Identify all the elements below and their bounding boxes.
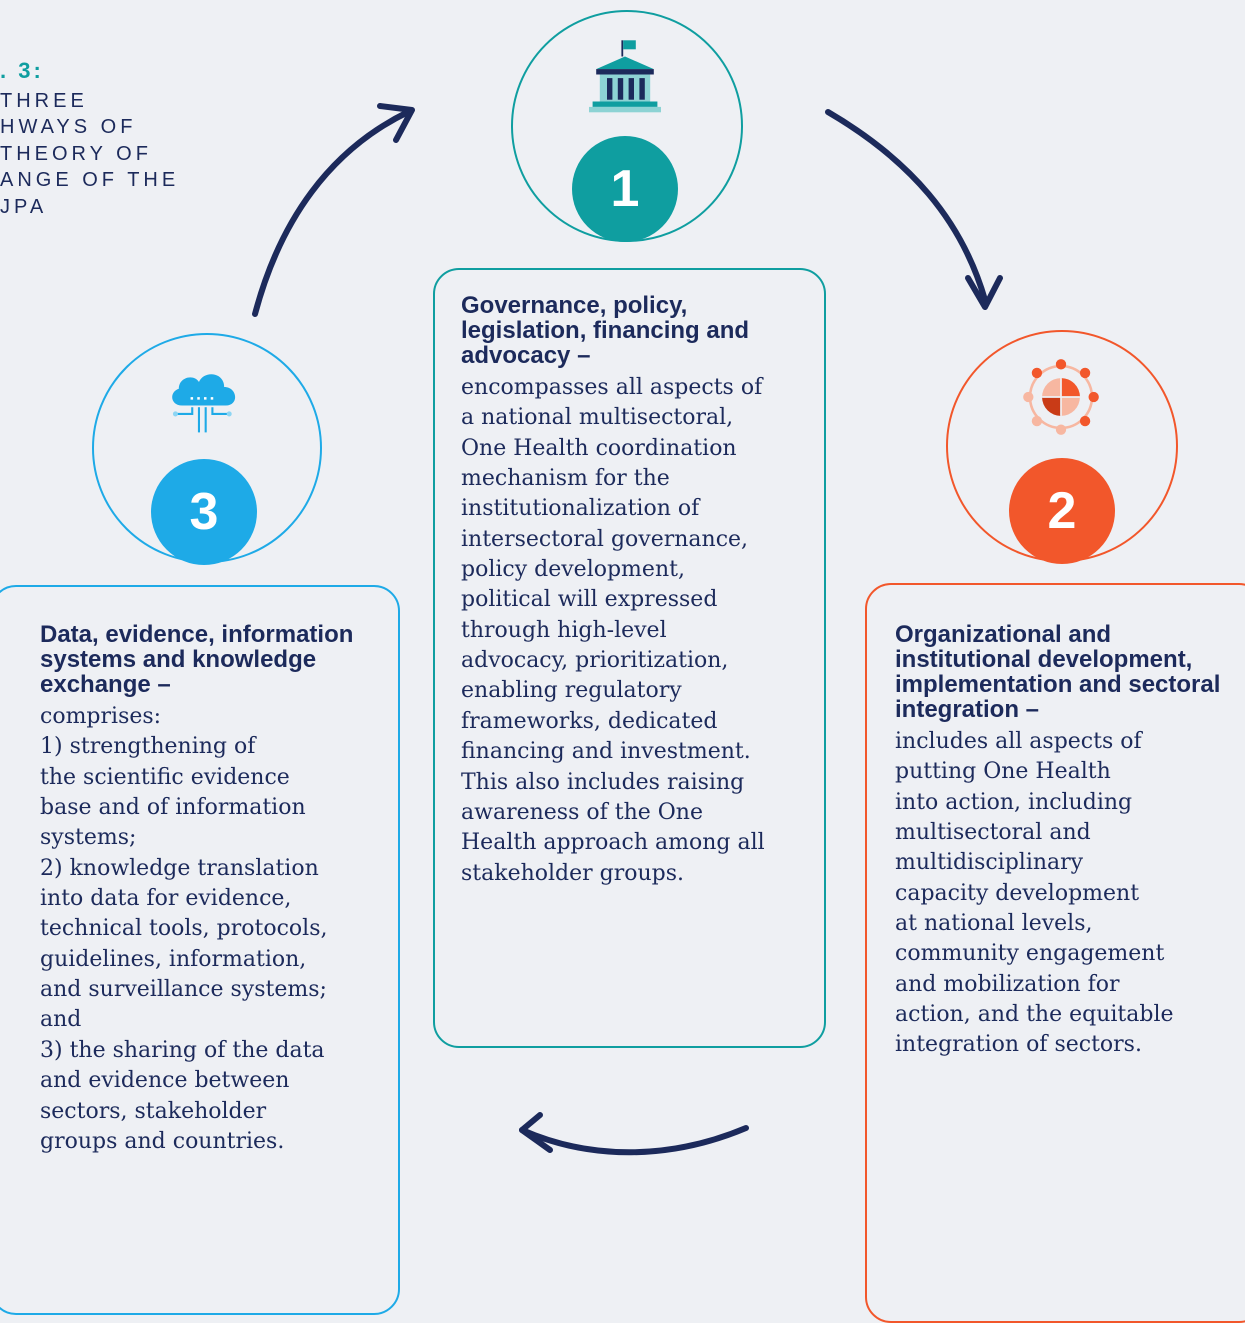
pathway-2-description: includes all aspects of putting One Heal… (895, 728, 1174, 1058)
pathway-2-circle: 2 (946, 330, 1178, 564)
pathway-3-circle: 3 (92, 333, 322, 565)
pathway-3-box: Data, evidence, information systems and … (0, 585, 400, 1315)
figure-title: THREE HWAYS OF THEORY OF ANGE OF THE JPA (0, 90, 180, 218)
arrow-1-to-2 (825, 109, 988, 303)
pathway-3-number: 3 (151, 459, 257, 565)
pathway-2-number: 2 (1009, 458, 1115, 564)
pathway-1-number: 1 (572, 136, 678, 242)
pathway-1-circle: 1 (511, 10, 743, 242)
cloud-data-icon (172, 374, 236, 433)
pathway-1-heading: Governance, policy, legislation, financi… (461, 292, 750, 369)
figure-number: . 3: (0, 58, 44, 83)
government-building-icon (589, 40, 661, 113)
pathway-3-description: comprises: 1) strengthening of the scien… (40, 703, 328, 1154)
pathway-2-box: Organizational and institutional develop… (865, 583, 1245, 1323)
arrow-2-to-3-head (519, 1112, 553, 1153)
arrow-1-to-2-head (965, 275, 1003, 310)
pathway-3-heading: Data, evidence, information systems and … (40, 621, 354, 698)
arrow-3-to-1 (252, 109, 411, 317)
globe-network-icon (1023, 359, 1099, 435)
pathway-1-box: Governance, policy, legislation, financi… (433, 268, 826, 1048)
arrow-2-to-3 (519, 1125, 749, 1156)
pathway-1-description: encompasses all aspects of a national mu… (461, 374, 765, 886)
figure-label: . 3: THREE HWAYS OF THEORY OF ANGE OF TH… (0, 58, 260, 220)
pathway-2-heading: Organizational and institutional develop… (895, 621, 1221, 723)
arrow-3-to-1-head (377, 103, 415, 143)
